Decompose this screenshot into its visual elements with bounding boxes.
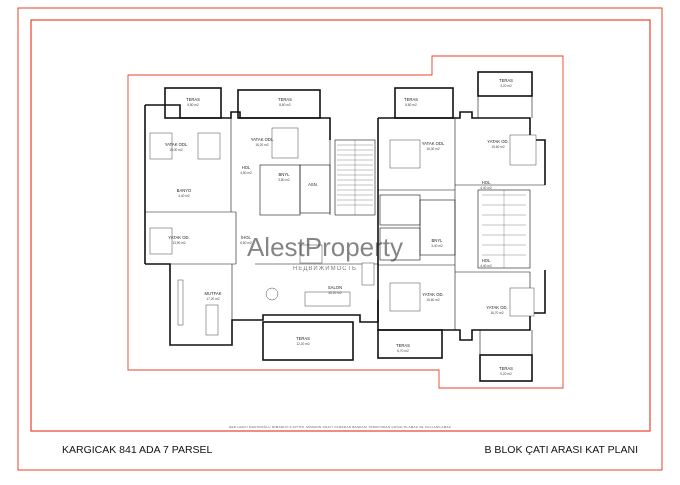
room-labels: TERAS 8,80 m2 TERAS 8,80 m2 TERAS 8,80 m… — [165, 78, 513, 376]
room-label: YATAK OD. — [422, 292, 443, 297]
room-label: YATAK OD. — [487, 139, 508, 144]
drawing-title: B BLOK ÇATI ARASI KAT PLANI — [485, 444, 638, 456]
room-area: 13,90 m2 — [172, 241, 186, 245]
room-area: 8,80 m2 — [279, 103, 291, 107]
room-label: TERAS — [499, 366, 513, 371]
room-area: 35,20 m2 — [328, 291, 342, 295]
room-label: TERAS — [499, 78, 513, 83]
room-label: YATAK ODL — [422, 141, 445, 146]
room-area: 5,20 m2 — [500, 372, 512, 376]
room-area: 8,80 m2 — [405, 103, 417, 107]
room-label: HOL — [482, 258, 491, 263]
room-area: 16,70 m2 — [490, 311, 504, 315]
room-area: 3,80 m2 — [278, 178, 290, 182]
room-label: YATAK ODL — [165, 142, 188, 147]
room-label: BNYL — [279, 172, 291, 177]
room-label: SALON — [328, 285, 342, 290]
watermark-logo: AlestProperty — [247, 232, 403, 262]
room-label: YATAK OD. — [486, 305, 507, 310]
room-area: 17,20 m2 — [206, 297, 220, 301]
room-area: 6,50 m2 — [240, 241, 252, 245]
room-label: TERAS — [296, 336, 310, 341]
room-label: TERAS — [396, 343, 410, 348]
room-area: 4,40 m2 — [480, 186, 492, 190]
roof-outline — [127, 55, 564, 389]
room-area: 3,20 m2 — [500, 84, 512, 88]
watermark-subtext: НЕДВИЖИМОСТЬ — [293, 266, 357, 272]
room-label: TERAS — [404, 97, 418, 102]
outer-frame — [17, 7, 663, 471]
room-label: BANYO — [177, 188, 192, 193]
room-label: YATAK OD. — [168, 235, 189, 240]
room-label: İHOL — [241, 235, 251, 240]
room-area: 12,20 m2 — [296, 342, 310, 346]
room-area: 4,50 m2 — [240, 171, 252, 175]
room-area: 4,40 m2 — [178, 194, 190, 198]
room-area: 3,40 m2 — [431, 244, 443, 248]
room-label: ASN. — [308, 182, 318, 187]
room-area: 6,70 m2 — [397, 349, 409, 353]
room-label: BNYL — [432, 238, 444, 243]
room-label: YATAK ODL — [251, 137, 274, 142]
drawing-frame — [30, 19, 651, 432]
room-label: HOL — [482, 180, 491, 185]
room-label: TERAS — [278, 97, 292, 102]
room-area: 15,60 m2 — [491, 145, 505, 149]
project-title: KARGICAK 841 ADA 7 PARSEL — [62, 444, 213, 456]
room-label: HOL — [242, 165, 251, 170]
stair-treads — [337, 140, 526, 268]
room-area: 16,00 m2 — [169, 148, 183, 152]
room-area: 15,60 m2 — [426, 298, 440, 302]
room-area: 16,20 m2 — [255, 143, 269, 147]
walls — [144, 104, 546, 346]
room-area: 16,30 m2 — [426, 147, 440, 151]
furniture — [149, 127, 537, 336]
room-label: TERAS — [186, 97, 200, 102]
terraces — [164, 71, 533, 382]
room-area: 8,80 m2 — [187, 103, 199, 107]
room-area: 4,40 m2 — [480, 264, 492, 268]
room-label: MUTFAK — [205, 291, 222, 296]
copyright-note: HER HAKKI MAKTRÖĞLU MİMARLIK'A AİTTİR. M… — [229, 424, 451, 429]
